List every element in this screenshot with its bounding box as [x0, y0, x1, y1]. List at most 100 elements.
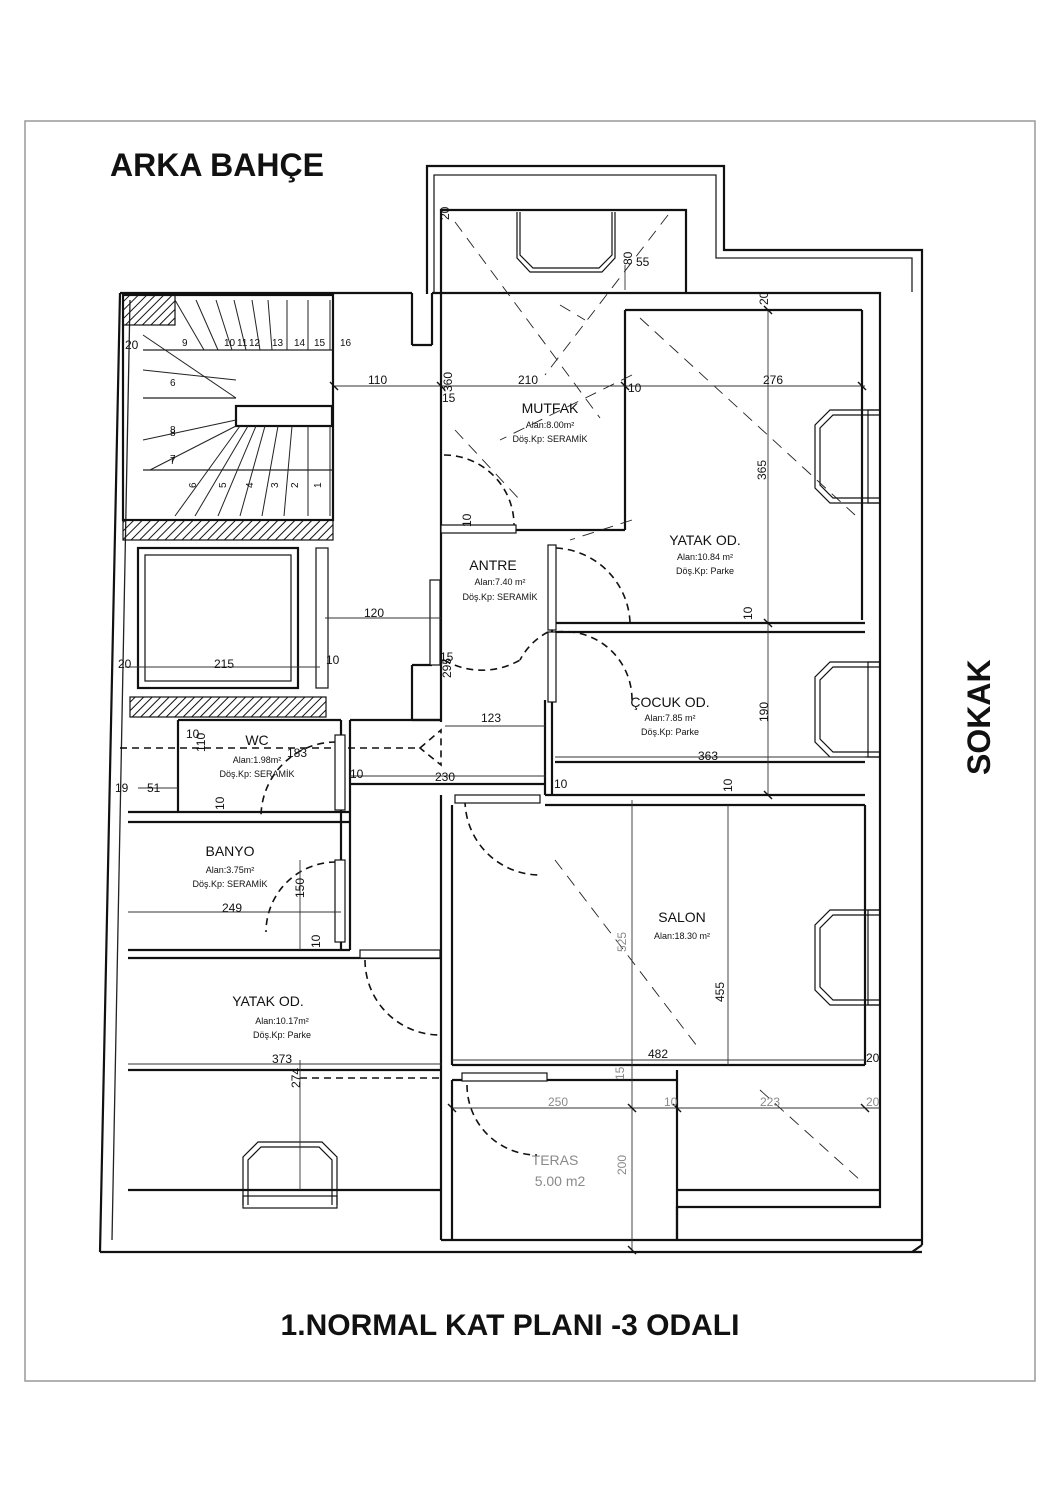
room-name: MUTFAK: [522, 400, 579, 416]
dim-label: 10: [309, 934, 323, 948]
step-number: 3: [270, 482, 281, 488]
step-number: 13: [272, 338, 284, 349]
elevator-shaft: [129, 546, 329, 718]
dim-label: 110: [368, 373, 387, 387]
dim-label: 525: [615, 932, 629, 952]
dim-label: 10: [326, 653, 340, 667]
room-cocuk-od: ÇOCUK OD. Alan:7.85 m² Döş.Kp: Parke: [630, 694, 709, 737]
step-number: 1: [313, 482, 324, 488]
dim-label: 51: [147, 781, 161, 795]
step-number: 9: [182, 338, 188, 349]
dim-label: 10: [664, 1095, 678, 1109]
dim-label: 20: [125, 338, 139, 352]
dim-label: 20: [866, 1051, 880, 1065]
room-yatak-od-2: YATAK OD. Alan:10.17m² Döş.Kp: Parke: [232, 993, 311, 1040]
step-number: 2: [290, 482, 301, 488]
dim-label: 120: [364, 606, 384, 620]
room-area: Alan:10.17m²: [255, 1016, 309, 1026]
dim-label: 123: [481, 711, 501, 725]
dim-label: 482: [648, 1047, 668, 1061]
room-name: ANTRE: [469, 557, 516, 573]
room-name: WC: [245, 732, 268, 748]
step-number: 4: [245, 482, 256, 488]
dim-label: 150: [293, 878, 307, 898]
dim-label: 360: [441, 372, 455, 392]
dim-label: 223: [760, 1095, 780, 1109]
room-floor: Döş.Kp: Parke: [253, 1030, 311, 1040]
dim-label: 455: [713, 982, 727, 1002]
dim-label: 230: [435, 770, 455, 784]
room-floor: Döş.Kp: SERAMİK: [462, 592, 537, 602]
room-salon: SALON Alan:18.30 m²: [654, 909, 710, 941]
room-area: Alan:10.84 m²: [677, 552, 733, 562]
dim-label: 183: [287, 746, 307, 760]
dim-label: 20: [757, 291, 771, 305]
room-area: 5.00 m2: [535, 1173, 586, 1189]
dim-label: 190: [757, 702, 771, 722]
dim-label: 80: [621, 251, 635, 265]
room-area: Alan:3.75m²: [206, 865, 255, 875]
step-number: 8: [170, 428, 176, 439]
room-area: Alan:8.00m²: [526, 420, 575, 430]
room-wc: WC Alan:1.98m² Döş.Kp: SERAMİK: [219, 732, 294, 779]
room-floor: Döş.Kp: SERAMİK: [219, 769, 294, 779]
outer-walls: [98, 164, 924, 1254]
room-banyo: BANYO Alan:3.75m² Döş.Kp: SERAMİK: [192, 843, 267, 889]
room-area: Alan:7.40 m²: [474, 577, 525, 587]
dimension-ticks: [329, 305, 870, 1255]
door-swings: [120, 454, 633, 1156]
room-area: Alan:7.85 m²: [644, 713, 695, 723]
dim-label: 200: [615, 1155, 629, 1175]
step-number: 14: [294, 338, 306, 349]
dim-label: 55: [636, 255, 650, 269]
step-number: 11: [237, 338, 248, 349]
dimension-lines: [125, 265, 880, 1250]
stair-step-numbers: 16 15 14 13 12 11 10 9 8 7 6 5 4 3 2 1 6…: [170, 338, 352, 488]
step-number: 6: [188, 482, 199, 488]
room-mutfak: MUTFAK Alan:8.00m² Döş.Kp: SERAMİK: [512, 400, 587, 444]
dim-label: 20: [866, 1095, 880, 1109]
dimension-labels: 20 80 55 20 110 360 210 10 276 15 365 10…: [115, 206, 880, 1175]
room-teras: TERAS 5.00 m2: [532, 1152, 586, 1189]
room-name: YATAK OD.: [669, 532, 741, 548]
step-number: 10: [224, 338, 236, 349]
dim-label: 10: [721, 778, 735, 792]
dim-label: 373: [272, 1052, 292, 1066]
dim-label: 10: [554, 777, 568, 791]
dim-label: 363: [698, 749, 718, 763]
room-floor: Döş.Kp: Parke: [676, 566, 734, 576]
step-number: 16: [340, 338, 352, 349]
dim-label: 295: [440, 658, 454, 678]
step-number: 15: [314, 338, 326, 349]
step-number: 5: [218, 482, 229, 488]
windows: [242, 212, 881, 1209]
room-antre: ANTRE Alan:7.40 m² Döş.Kp: SERAMİK: [462, 557, 537, 602]
dim-label: 20: [438, 206, 452, 220]
dim-label: 365: [755, 460, 769, 480]
dim-label: 10: [628, 381, 642, 395]
stairwell: [121, 293, 335, 541]
street-label: SOKAK: [961, 659, 997, 775]
room-floor: Döş.Kp: SERAMİK: [512, 434, 587, 444]
room-name: ÇOCUK OD.: [630, 694, 709, 710]
dim-label: 215: [214, 657, 234, 671]
sheet-border: [24, 120, 1036, 1382]
room-yatak-od-1: YATAK OD. Alan:10.84 m² Döş.Kp: Parke: [669, 532, 741, 576]
dim-label: 10: [213, 796, 227, 810]
room-name: YATAK OD.: [232, 993, 304, 1009]
dim-label: 210: [518, 373, 538, 387]
room-area: Alan:18.30 m²: [654, 931, 710, 941]
dim-label: 10: [186, 727, 200, 741]
dim-label: 276: [763, 373, 783, 387]
step-number: 7: [170, 456, 176, 467]
dim-label: 10: [460, 513, 474, 527]
dim-label: 19: [115, 781, 129, 795]
dim-label: 15: [613, 1066, 627, 1080]
room-name: TERAS: [532, 1152, 579, 1168]
dim-label: 250: [548, 1095, 568, 1109]
dim-label: 10: [350, 767, 364, 781]
arka-bahce-label: ARKA BAHÇE: [110, 147, 324, 183]
dim-label: 20: [118, 657, 132, 671]
dim-label: 274: [289, 1068, 303, 1088]
